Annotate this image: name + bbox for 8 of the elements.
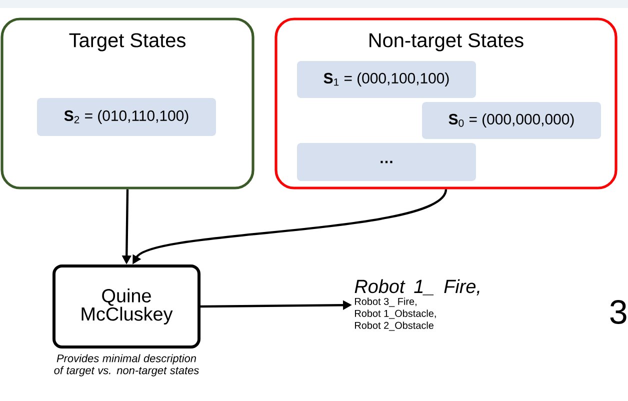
state-chip: S$_{0}$ = (000,000,000) — [422, 102, 601, 139]
slide-number: 3 — [610, 300, 626, 324]
state-chip: … — [297, 143, 476, 181]
state-chip: S$_{2}$ = (010,110,100) — [37, 98, 216, 136]
state-chip: S$_{1}$ = (000,100,100) — [297, 61, 476, 98]
process-box: Quine McCluskey — [52, 264, 200, 348]
output-text: Robot 1_ Fire, Robot 3_ Fire, Robot 1_Obstacle, Robot 2_Obstacle — [354, 279, 480, 331]
box-caption: Provides minimal description of target vs. non-target states — [54, 354, 199, 376]
